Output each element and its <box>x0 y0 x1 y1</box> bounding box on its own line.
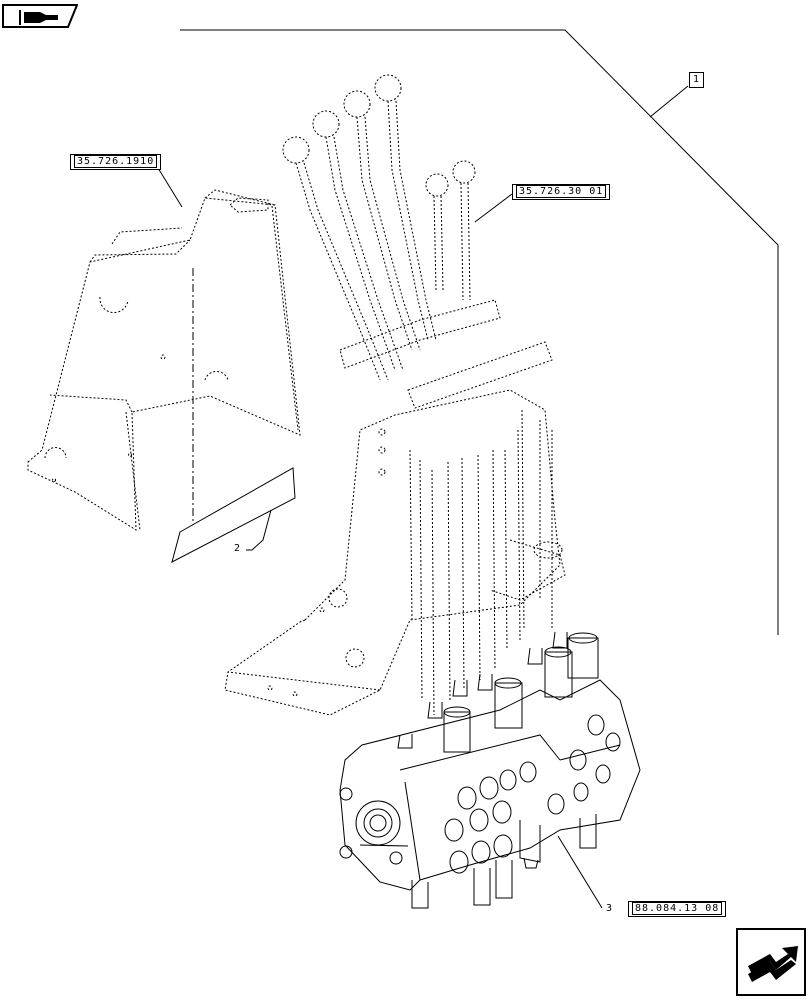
lever-assembly <box>224 74 566 716</box>
callout-leader-cover <box>157 167 183 208</box>
control-valve-block <box>339 631 641 909</box>
callout-item-3-text: 3 <box>606 903 613 914</box>
callout-item-2[interactable]: 2 <box>234 543 240 554</box>
callout-item-1[interactable]: 1 <box>689 72 705 88</box>
callout-leader-2 <box>246 509 272 551</box>
callout-item-3[interactable]: 3 <box>606 903 612 914</box>
callout-leader-levers <box>474 193 513 223</box>
decal <box>171 467 296 563</box>
callout-item-1-text: 1 <box>693 74 701 85</box>
callout-cover-ref-text: 35.726.1910 <box>74 155 158 168</box>
book-index-icon[interactable] <box>2 4 79 28</box>
cover-panel <box>27 189 301 531</box>
callout-cover-ref[interactable]: 35.726.1910 <box>70 154 162 170</box>
callout-valve-ref[interactable]: 88.084.13 08 <box>628 901 727 917</box>
group-bracket-line <box>180 29 779 635</box>
callout-item-2-text: 2 <box>234 543 241 554</box>
callout-levers-ref[interactable]: 35.726.30 01 <box>512 184 611 200</box>
next-page-arrow-icon[interactable] <box>736 928 806 996</box>
callout-leader-1 <box>649 85 689 118</box>
callout-levers-ref-text: 35.726.30 01 <box>516 185 607 198</box>
callout-leader-3 <box>557 835 603 909</box>
callout-valve-ref-text: 88.084.13 08 <box>632 902 723 915</box>
